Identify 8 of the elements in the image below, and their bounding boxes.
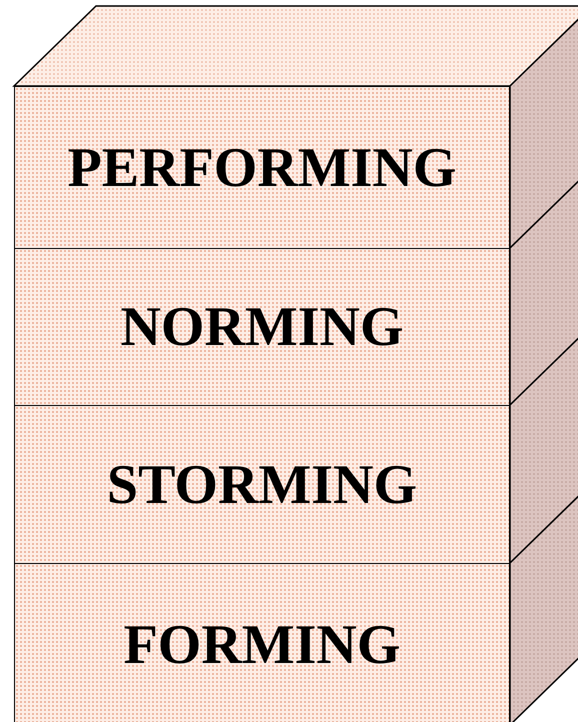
stage-label: STORMING <box>106 452 418 517</box>
stage-block <box>14 563 510 722</box>
stage-block <box>14 248 510 406</box>
stage-block <box>14 86 510 250</box>
stage-label: NORMING <box>120 295 404 360</box>
stage-label: FORMING <box>124 612 400 677</box>
stage-block <box>14 405 510 564</box>
stage-label: PERFORMING <box>68 136 456 200</box>
